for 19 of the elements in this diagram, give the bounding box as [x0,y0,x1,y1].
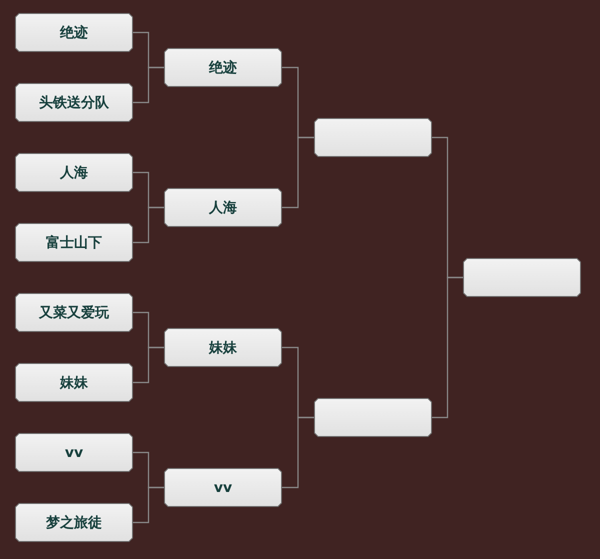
team-name: vv [214,480,232,496]
team-name: 人海 [60,164,88,182]
team-name: 又菜又爱玩 [39,304,109,322]
bracket-connector [133,66,164,104]
bracket-connector [133,346,164,384]
bracket-connector [133,486,164,524]
bracket-connector [282,416,314,488]
bracket-connector [432,276,463,418]
team-name: 头铁送分队 [39,94,109,112]
bracket-connector [133,206,164,244]
team-name: vv [64,444,84,460]
team-name: 绝迹 [209,58,237,76]
team-name: 梦之旅徒 [46,514,102,532]
bracket-connector [282,136,314,208]
team-name: 绝迹 [60,24,88,42]
team-name: 妹妹 [209,338,237,356]
team-name: 妹妹 [60,374,88,392]
team-name: 人海 [209,198,237,216]
team-name: 富士山下 [46,234,102,252]
